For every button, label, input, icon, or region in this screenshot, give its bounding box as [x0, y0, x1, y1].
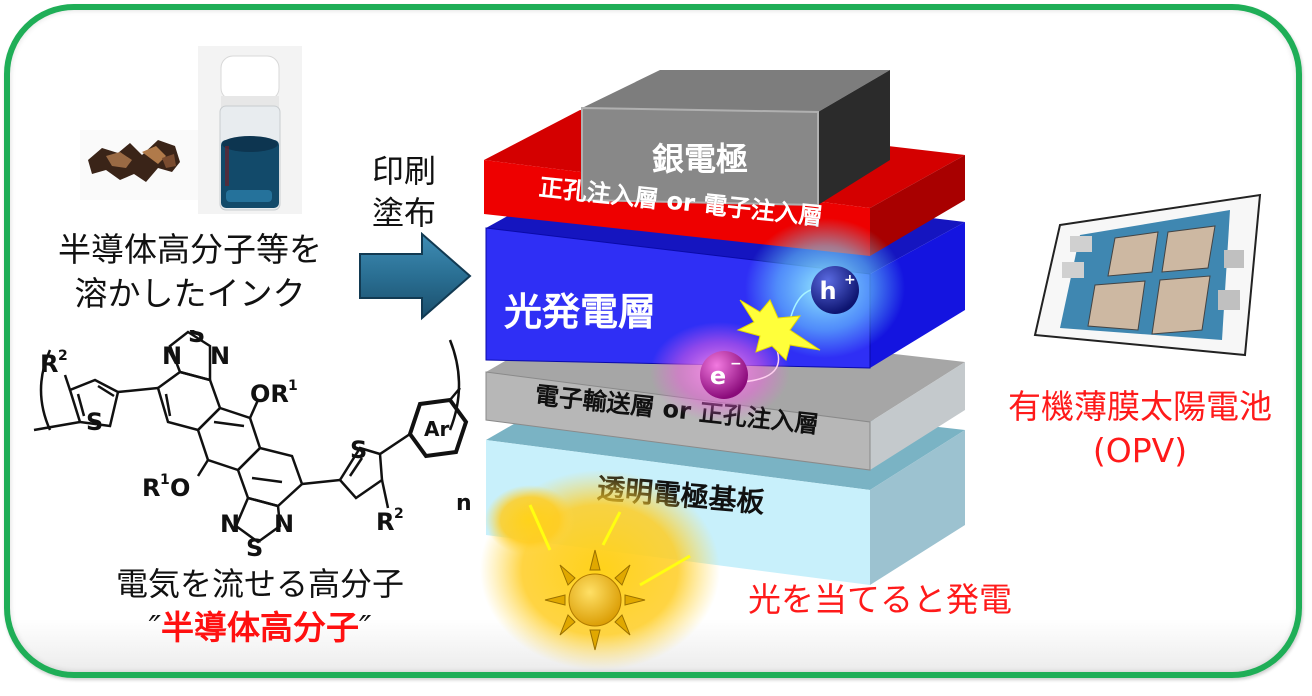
- polymer-caption: 電気を流せる高分子: [115, 565, 404, 603]
- close-quote: ″: [359, 608, 372, 647]
- label-r2-right: R: [376, 508, 394, 536]
- ink-caption: 半導体高分子等を 溶かしたインク: [30, 228, 350, 316]
- label-n4: N: [274, 510, 294, 538]
- label-r1o-o: O: [170, 474, 190, 502]
- sun-icon: [480, 470, 720, 670]
- electron-carrier-icon: e −: [700, 351, 748, 399]
- label-r2-right-sup: 2: [394, 506, 404, 522]
- opv-caption: 有機薄膜太陽電池 (OPV): [960, 385, 1312, 473]
- label-or1: OR: [250, 380, 289, 408]
- opv-caption-line2: (OPV): [1092, 431, 1188, 470]
- exciton-burst-icon: [736, 299, 821, 361]
- label-n1: N: [162, 342, 182, 370]
- label-s-bottom: S: [246, 534, 263, 560]
- label-r2-left: R: [40, 350, 58, 378]
- ink-photos: [80, 46, 302, 214]
- label-ar: Ar: [424, 417, 449, 441]
- electron-symbol: e: [710, 362, 726, 390]
- polymer-name: ″半導体高分子″: [60, 606, 460, 650]
- polymer-solid-photo: [80, 130, 200, 200]
- process-arrow-icon: [359, 232, 472, 321]
- hole-carrier-icon: h +: [811, 266, 859, 314]
- process-label-coating: 塗布: [372, 194, 437, 232]
- label-silver-electrode: 銀電極: [652, 140, 748, 178]
- bracket-right: [448, 339, 461, 431]
- label-r2-left-sup: 2: [58, 348, 68, 364]
- ink-caption-line2: 溶かしたインク: [74, 274, 306, 313]
- label-s-left: S: [86, 408, 103, 436]
- electron-sup: −: [730, 356, 742, 372]
- label-n2: N: [210, 342, 230, 370]
- polymer-structure: R 2 S N S N OR 1 R 1 O N S N S R 2 Ar n: [33, 330, 470, 560]
- label-s-right: S: [350, 436, 367, 464]
- opv-device-photo: [1033, 193, 1262, 357]
- label-n-repeat: n: [456, 491, 470, 516]
- layer-silver-electrode: [581, 70, 890, 207]
- label-r1o-sup: 1: [160, 472, 170, 488]
- label-photovoltaic-layer: 光発電層: [504, 290, 656, 334]
- ink-vial-photo: [198, 46, 302, 214]
- light-caption: 光を当てると発電: [748, 580, 1012, 619]
- bracket-left: [39, 349, 52, 431]
- label-n3: N: [220, 510, 240, 538]
- open-quote: ″: [148, 608, 161, 647]
- label-or1-sup: 1: [288, 378, 298, 394]
- label-r1o: R: [142, 474, 160, 502]
- process-label-printing: 印刷: [372, 152, 437, 190]
- polymer-name-text: 半導体高分子: [161, 608, 359, 647]
- hole-sup: +: [844, 272, 856, 288]
- label-s-top: S: [188, 330, 205, 348]
- hole-symbol: h: [819, 277, 836, 305]
- process-label: 印刷 塗布: [372, 150, 436, 234]
- ink-caption-line1: 半導体高分子等を: [58, 230, 322, 269]
- opv-caption-line1: 有機薄膜太陽電池: [1008, 387, 1272, 426]
